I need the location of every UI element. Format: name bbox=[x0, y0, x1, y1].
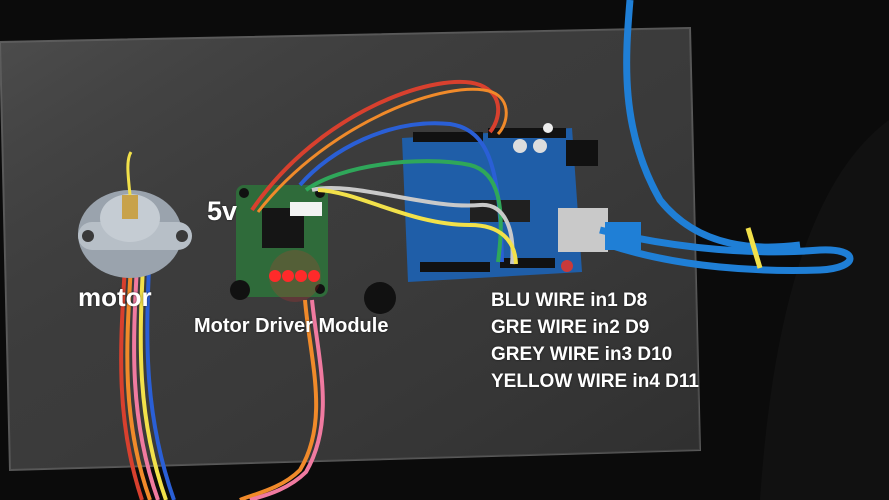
wire-green bbox=[304, 159, 503, 263]
wire-red bbox=[250, 80, 501, 212]
usb-plug bbox=[605, 222, 641, 250]
wiring-line-yellow: YELLOW WIRE in4 D11 bbox=[491, 371, 699, 392]
stepper-motor bbox=[78, 151, 192, 278]
motor-wire-blue bbox=[145, 244, 176, 500]
wiring-line-blue: BLU WIRE in1 D8 bbox=[491, 290, 648, 311]
motor-wire-yellow bbox=[138, 244, 168, 500]
motor-driver-board bbox=[236, 185, 328, 302]
wire-orange bbox=[256, 87, 508, 213]
usb-cable-loop bbox=[599, 226, 854, 274]
standoff bbox=[230, 280, 250, 300]
voltage-label: 5v bbox=[207, 196, 238, 226]
driver-module-label: Motor Driver Module bbox=[194, 315, 389, 337]
wire-grey bbox=[311, 185, 515, 265]
wiring-legend: BLU WIRE in1 D8 GRE WIRE in2 D9 GREY WIR… bbox=[491, 287, 699, 395]
rubber-band bbox=[745, 227, 763, 269]
driver-cable-pink bbox=[249, 299, 325, 500]
driver-cable-orange bbox=[239, 299, 319, 500]
wire-yellow bbox=[317, 188, 518, 265]
wiring-line-grey: GREY WIRE in3 D10 bbox=[491, 344, 673, 365]
motor-label: motor bbox=[78, 282, 152, 312]
standoff bbox=[364, 282, 396, 314]
wiring-line-green: GRE WIRE in2 D9 bbox=[491, 317, 650, 338]
